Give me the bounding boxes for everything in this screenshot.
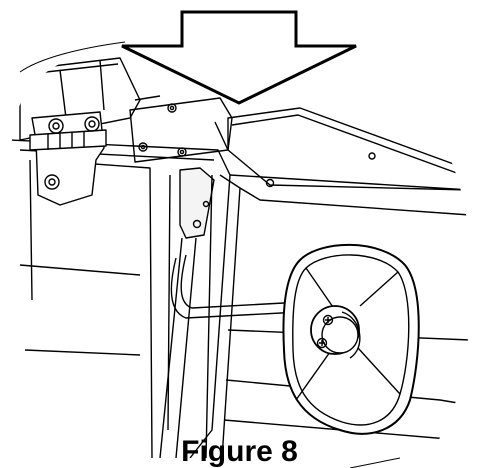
mirror-icon <box>282 243 420 435</box>
leader-line <box>349 457 401 468</box>
door-frame <box>11 139 241 459</box>
mirror-arm <box>170 254 303 319</box>
hinge-icon <box>29 111 107 206</box>
down-arrow-icon <box>120 9 358 107</box>
cutaway-outline <box>19 41 126 73</box>
figure-caption: Figure 8 <box>181 436 298 468</box>
